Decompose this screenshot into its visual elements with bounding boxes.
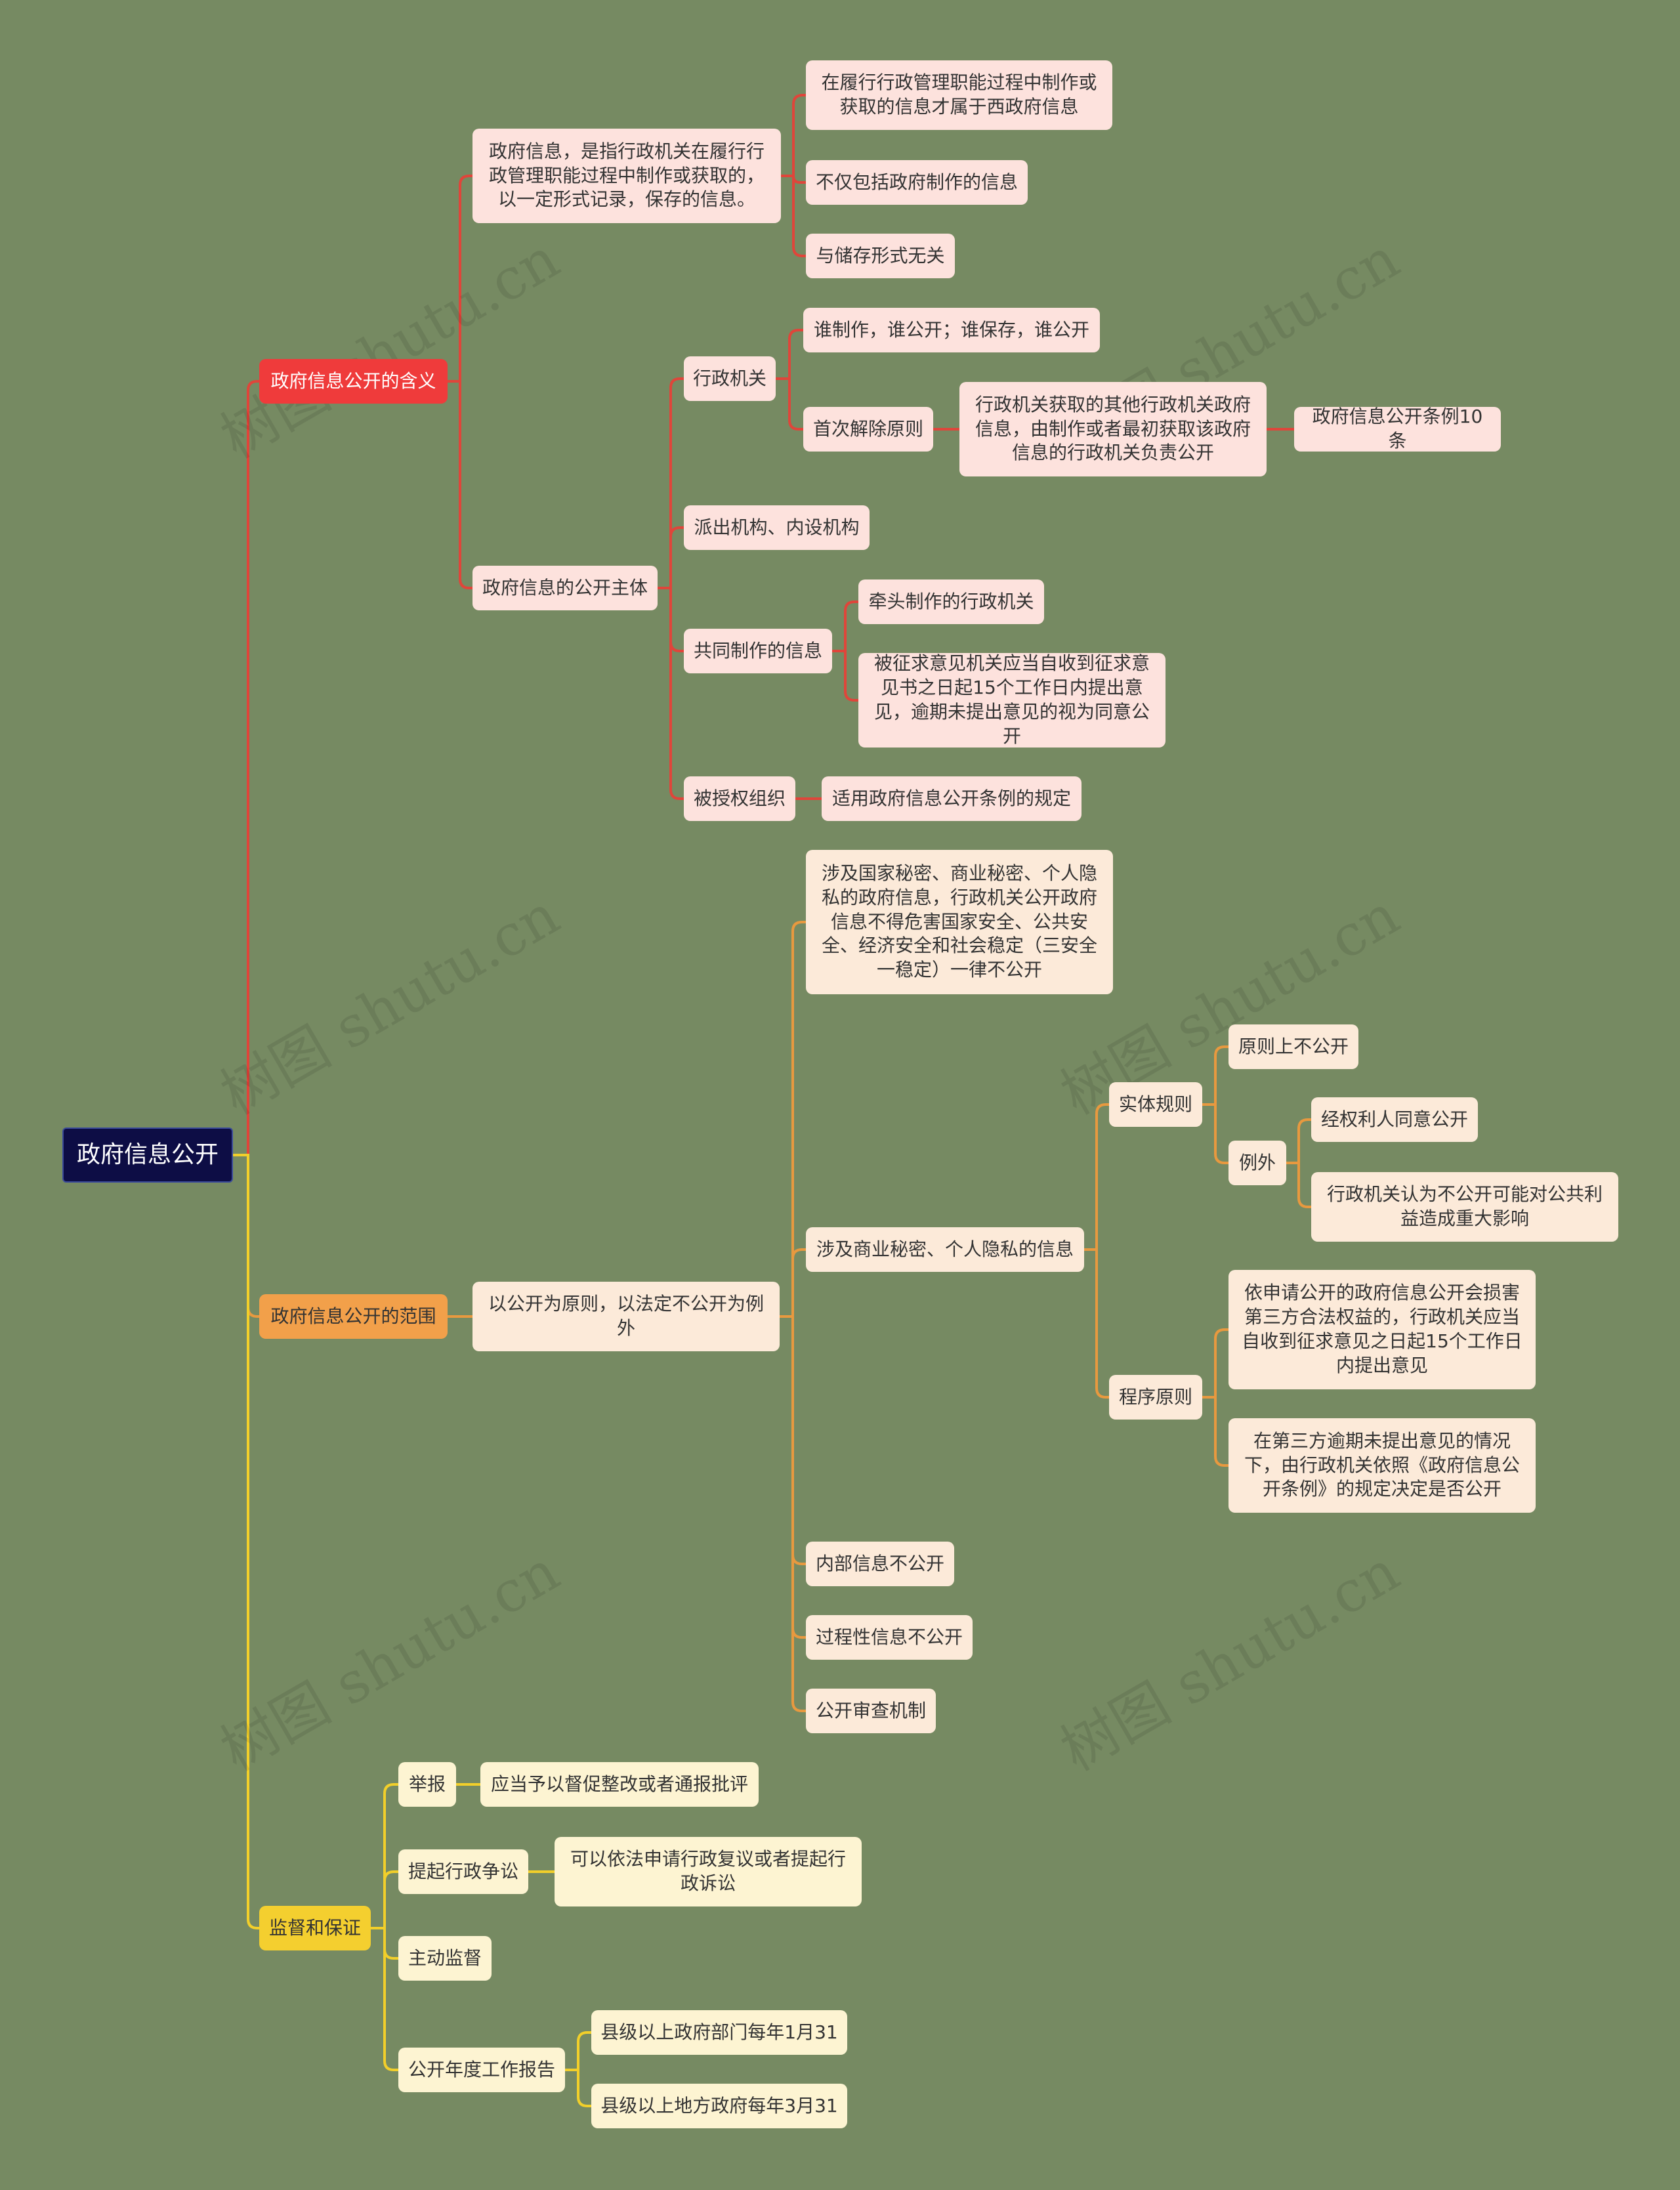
connector-node-procedure-c2	[1202, 1396, 1228, 1467]
connector-node-entity-rule	[1084, 1103, 1109, 1251]
node-lawsuit[interactable]: 提起行政争讼	[398, 1849, 528, 1894]
node-first-release-ref[interactable]: 政府信息公开条例10条	[1294, 406, 1501, 452]
node-definition-c3[interactable]: 与储存形式无关	[806, 234, 955, 278]
node-admin[interactable]: 行政机关	[684, 356, 776, 401]
node-first-release-detail[interactable]: 行政机关获取的其他行政机关政府信息，由制作或者最初获取该政府信息的行政机关负责公…	[959, 382, 1267, 476]
node-procedure-c2[interactable]: 在第三方逾期未提出意见的情况下，由行政机关依照《政府信息公开条例》的规定决定是否…	[1228, 1418, 1536, 1513]
node-internal[interactable]: 内部信息不公开	[806, 1542, 954, 1586]
node-definition-c2[interactable]: 不仅包括政府制作的信息	[806, 160, 1028, 205]
branch-supervision[interactable]: 监督和保证	[259, 1906, 371, 1950]
node-active-supervision[interactable]: 主动监督	[398, 1936, 492, 1981]
connector-node-annual-report	[371, 1927, 398, 2071]
node-annual-report[interactable]: 公开年度工作报告	[398, 2048, 565, 2092]
connector-node-admin	[658, 377, 684, 589]
node-procedure-rule[interactable]: 程序原则	[1109, 1375, 1202, 1420]
node-report-c1[interactable]: 应当予以督促整改或者通报批评	[480, 1762, 759, 1807]
node-joint-c1[interactable]: 牵头制作的行政机关	[858, 579, 1044, 624]
node-entity-rule[interactable]: 实体规则	[1109, 1082, 1202, 1127]
connector-node-joint-c1	[832, 600, 858, 652]
connector-node-lawsuit	[371, 1870, 398, 1929]
connector-node-joint-c2	[832, 650, 858, 702]
node-report[interactable]: 举报	[398, 1762, 456, 1807]
connector-node-state-secret	[780, 921, 806, 1318]
connector-node-definition	[448, 175, 472, 383]
node-state-secret[interactable]: 涉及国家秘密、商业秘密、个人隐私的政府信息，行政机关公开政府信息不得危害国家安全…	[806, 850, 1113, 994]
node-dispatched[interactable]: 派出机构、内设机构	[684, 505, 870, 550]
connector-node-review	[780, 1315, 806, 1712]
connector-node-definition-c3	[781, 175, 806, 257]
node-joint-c2[interactable]: 被征求意见机关应当自收到征求意见书之日起15个工作日内提出意见，逾期未提出意见的…	[858, 652, 1166, 748]
connector-node-procedure-rule	[1084, 1248, 1109, 1399]
connector-node-subject	[448, 380, 472, 589]
node-definition-c1[interactable]: 在履行行政管理职能过程中制作或获取的信息才属于西政府信息	[806, 60, 1112, 130]
connector-branch-scope	[233, 1154, 259, 1318]
node-review[interactable]: 公开审查机制	[806, 1689, 936, 1733]
node-principle[interactable]: 以公开为原则，以法定不公开为例外	[472, 1282, 780, 1351]
node-exception-c1[interactable]: 经权利人同意公开	[1311, 1097, 1478, 1142]
connector-node-exception-c1	[1286, 1118, 1311, 1164]
branch-scope[interactable]: 政府信息公开的范围	[259, 1294, 448, 1339]
connector-node-annual-c1	[565, 2031, 591, 2071]
node-annual-c1[interactable]: 县级以上政府部门每年1月31	[591, 2010, 847, 2055]
node-exception-c2[interactable]: 行政机关认为不公开可能对公共利益造成重大影响	[1311, 1172, 1618, 1242]
connector-branch-supervision	[233, 1154, 259, 1929]
node-first-release[interactable]: 首次解除原则	[803, 407, 933, 452]
connector-node-admin-c1	[776, 329, 803, 380]
node-exception[interactable]: 例外	[1228, 1141, 1286, 1185]
node-joint[interactable]: 共同制作的信息	[684, 629, 832, 673]
node-definition[interactable]: 政府信息，是指行政机关在履行行政管理职能过程中制作或获取的，以一定形式记录，保存…	[472, 129, 781, 223]
connector-node-definition-c1	[781, 94, 806, 177]
connector-node-annual-c2	[565, 2069, 591, 2107]
node-procedure-c1[interactable]: 依申请公开的政府信息公开会损害第三方合法权益的，行政机关应当自收到征求意见之日起…	[1228, 1270, 1536, 1389]
node-commercial[interactable]: 涉及商业秘密、个人隐私的信息	[806, 1227, 1084, 1272]
node-lawsuit-c1[interactable]: 可以依法申请行政复议或者提起行政诉讼	[555, 1837, 862, 1906]
node-entity-c1[interactable]: 原则上不公开	[1228, 1024, 1358, 1069]
connector-node-first-release	[776, 377, 803, 431]
connector-node-entity-c1	[1202, 1045, 1228, 1106]
connector-node-commercial	[780, 1248, 806, 1318]
branch-meaning[interactable]: 政府信息公开的含义	[259, 359, 448, 404]
root-node[interactable]: 政府信息公开	[62, 1127, 233, 1183]
connector-node-procedure-c1	[1202, 1328, 1228, 1399]
node-authorized[interactable]: 被授权组织	[684, 776, 795, 821]
node-admin-c1[interactable]: 谁制作，谁公开；谁保存，谁公开	[803, 308, 1100, 352]
node-annual-c2[interactable]: 县级以上地方政府每年3月31	[591, 2084, 847, 2128]
connector-node-authorized	[658, 587, 684, 800]
connector-node-exception-c2	[1286, 1162, 1311, 1208]
node-subject[interactable]: 政府信息的公开主体	[472, 566, 658, 610]
connector-node-report	[371, 1783, 398, 1929]
node-authorized-c1[interactable]: 适用政府信息公开条例的规定	[822, 776, 1082, 821]
connector-node-exception	[1202, 1103, 1228, 1164]
node-process[interactable]: 过程性信息不公开	[806, 1615, 973, 1660]
connector-branch-meaning	[233, 380, 259, 1156]
connector-node-dispatched	[658, 526, 684, 589]
